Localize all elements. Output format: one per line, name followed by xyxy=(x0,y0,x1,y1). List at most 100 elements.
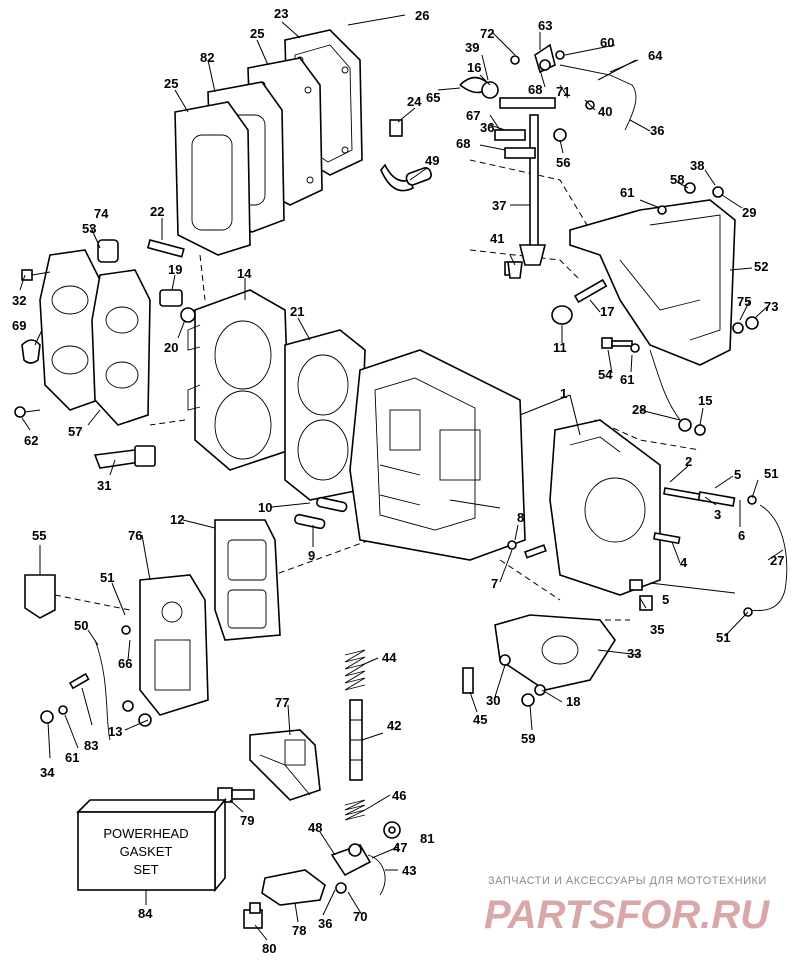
spark-plug-31 xyxy=(93,445,156,469)
exhaust-gasket-25 xyxy=(174,101,251,256)
callout-25b: 25 xyxy=(164,76,178,91)
callout-19: 19 xyxy=(168,262,182,277)
crankcase-half-1 xyxy=(549,419,661,596)
callout-numbers: 1 2 3 4 5 5 6 7 8 9 10 11 12 13 14 15 16… xyxy=(12,6,784,956)
callout-5a: 5 xyxy=(734,467,741,482)
bolt-80 xyxy=(243,902,263,929)
transfer-cover-69 xyxy=(39,249,101,411)
callout-65: 65 xyxy=(426,90,440,105)
pins-9-10 xyxy=(294,496,348,530)
kit-box-line-1: POWERHEAD xyxy=(103,826,188,841)
callout-72: 72 xyxy=(480,26,494,41)
callout-70: 70 xyxy=(353,909,367,924)
callout-16: 16 xyxy=(467,60,481,75)
clip-69 xyxy=(21,339,41,364)
linkage-parts-top xyxy=(459,43,567,276)
assembly-lines xyxy=(54,159,701,621)
callout-5b: 5 xyxy=(662,592,669,607)
callout-24: 24 xyxy=(407,94,422,109)
callout-50: 50 xyxy=(74,618,88,633)
callout-13: 13 xyxy=(108,724,122,739)
gasket-set-box: POWERHEAD GASKET SET xyxy=(76,797,227,893)
callout-75: 75 xyxy=(737,294,751,309)
callout-58: 58 xyxy=(670,172,684,187)
callout-54: 54 xyxy=(598,367,613,382)
callout-69: 69 xyxy=(12,318,26,333)
callout-43: 43 xyxy=(402,863,416,878)
callout-34: 34 xyxy=(40,765,55,780)
callout-84: 84 xyxy=(138,906,153,921)
throttle-shaft-37 xyxy=(518,114,547,266)
nut-15 xyxy=(694,424,706,436)
callout-64: 64 xyxy=(648,48,663,63)
callout-62: 62 xyxy=(24,433,38,448)
callout-4: 4 xyxy=(680,555,688,570)
callout-68a: 68 xyxy=(528,82,542,97)
callout-66: 66 xyxy=(118,656,132,671)
callout-41: 41 xyxy=(490,231,504,246)
callout-8: 8 xyxy=(517,510,524,525)
callout-11: 11 xyxy=(553,340,567,355)
bracket-77 xyxy=(249,729,321,801)
callout-22: 22 xyxy=(150,204,164,219)
callout-33: 33 xyxy=(627,646,641,661)
spring-74 xyxy=(97,239,119,263)
callout-46: 46 xyxy=(392,788,406,803)
callout-79: 79 xyxy=(240,813,254,828)
gasket-12 xyxy=(214,519,281,641)
bolt-32 xyxy=(21,269,51,281)
watermark: ЗАПЧАСТИ И АКСЕССУАРЫ ДЛЯ МОТОТЕХНИКИ PA… xyxy=(484,875,770,937)
bracket-52 xyxy=(569,182,759,366)
washer-81 xyxy=(383,821,401,839)
screw-62 xyxy=(14,406,41,418)
plug-11 xyxy=(551,305,573,325)
callout-74: 74 xyxy=(94,206,109,221)
callout-37: 37 xyxy=(492,198,506,213)
callout-30: 30 xyxy=(486,693,500,708)
cap-41 xyxy=(507,261,523,279)
callout-35: 35 xyxy=(650,622,664,637)
callout-80: 80 xyxy=(262,941,276,956)
transfer-gasket-57 xyxy=(91,269,151,426)
leader-lines xyxy=(19,14,784,941)
callout-15: 15 xyxy=(698,393,712,408)
callout-61a: 61 xyxy=(620,185,634,200)
callout-51a: 51 xyxy=(100,570,114,585)
kit-box-line-3: SET xyxy=(133,862,158,877)
lever-48-47-43 xyxy=(330,843,386,896)
callout-68b: 68 xyxy=(456,136,470,151)
callout-2: 2 xyxy=(685,454,692,469)
callout-49: 49 xyxy=(425,153,439,168)
callout-25a: 25 xyxy=(250,26,264,41)
fasteners-7-8 xyxy=(507,540,547,559)
callout-26: 26 xyxy=(415,8,429,23)
callout-36a: 36 xyxy=(480,120,494,135)
callout-51b: 51 xyxy=(716,630,730,645)
callout-1: 1 xyxy=(560,386,567,401)
callout-17: 17 xyxy=(600,304,614,319)
callout-21: 21 xyxy=(290,304,304,319)
callout-14: 14 xyxy=(237,266,252,281)
callout-6: 6 xyxy=(738,528,745,543)
callout-60: 60 xyxy=(600,35,614,50)
callout-44: 44 xyxy=(382,650,397,665)
callout-45: 45 xyxy=(473,712,487,727)
callout-12: 12 xyxy=(170,512,184,527)
crankcase-1 xyxy=(349,349,526,561)
callout-48: 48 xyxy=(308,820,322,835)
callout-51c: 51 xyxy=(764,466,778,481)
callout-71: 71 xyxy=(556,84,570,99)
callout-9: 9 xyxy=(308,548,315,563)
bracket-55 xyxy=(24,574,56,619)
callout-52: 52 xyxy=(754,259,768,274)
bolt-17 xyxy=(573,278,608,304)
callout-7: 7 xyxy=(491,576,498,591)
intake-cover-76 xyxy=(139,574,209,716)
callout-38: 38 xyxy=(690,158,704,173)
callout-78: 78 xyxy=(292,923,306,938)
callout-32: 32 xyxy=(12,293,26,308)
temp-sensor-19-20 xyxy=(159,289,196,323)
callout-63: 63 xyxy=(538,18,552,33)
